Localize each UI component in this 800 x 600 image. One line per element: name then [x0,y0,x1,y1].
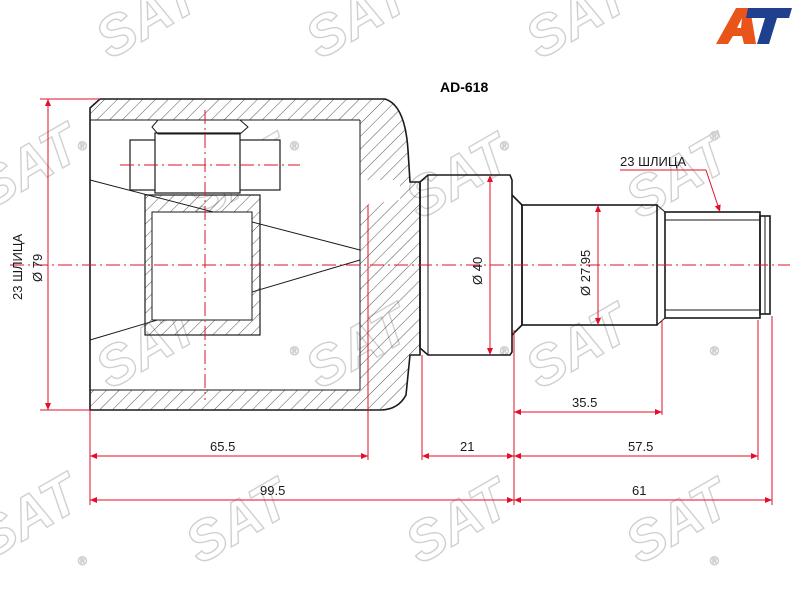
diameter-40-label: Ø 40 [470,257,485,285]
watermark: SAT [615,465,744,576]
watermark: SAT [295,0,424,70]
brand-logo: AT [716,8,792,44]
dim-value-35-5: 35.5 [572,395,597,410]
dim-value-65-5: 65.5 [210,439,235,454]
watermark-registered-mark: ® [290,139,299,153]
dim-value-21: 21 [460,439,474,454]
watermark: SAT [615,120,744,231]
shaft-step [656,317,666,326]
right-splines-label: 23 ШЛИЦА [620,154,686,169]
watermark-registered-mark: ® [710,344,719,358]
housing-hatch [90,99,420,410]
watermark: SAT [395,465,524,576]
watermark-registered-mark: ® [78,554,87,568]
watermark-registered-mark: ® [710,554,719,568]
watermark-registered-mark: ® [500,139,509,153]
dim-value-57-5: 57.5 [628,439,653,454]
stem-collar [419,174,513,356]
watermark: SAT [0,110,94,221]
logo-a-shape [716,8,756,44]
watermark: SAT [515,290,644,401]
watermark: SAT [85,0,214,70]
spider-bore [151,211,253,321]
dim-value-99-5: 99.5 [260,483,285,498]
circlip [151,119,249,135]
dim-value-61: 61 [632,483,646,498]
diameter-2795-label: Ø 27.95 [578,250,593,296]
left-splines-label: 23 ШЛИЦА [10,234,25,300]
watermark: SAT [175,465,304,576]
logo-a-notch [737,18,742,28]
watermark: SAT [515,0,644,70]
left-diameter-label: Ø 79 [30,254,45,282]
watermark-registered-mark: ® [500,344,509,358]
watermark-registered-mark: ® [78,139,87,153]
watermark-registered-mark: ® [710,129,719,143]
part-number: AD-618 [440,79,488,95]
logo-t-shape [746,8,792,44]
roller-core [154,132,241,194]
watermark-registered-mark: ® [290,344,299,358]
spline-leader-arrow [705,169,721,213]
shaft-step [656,204,666,213]
